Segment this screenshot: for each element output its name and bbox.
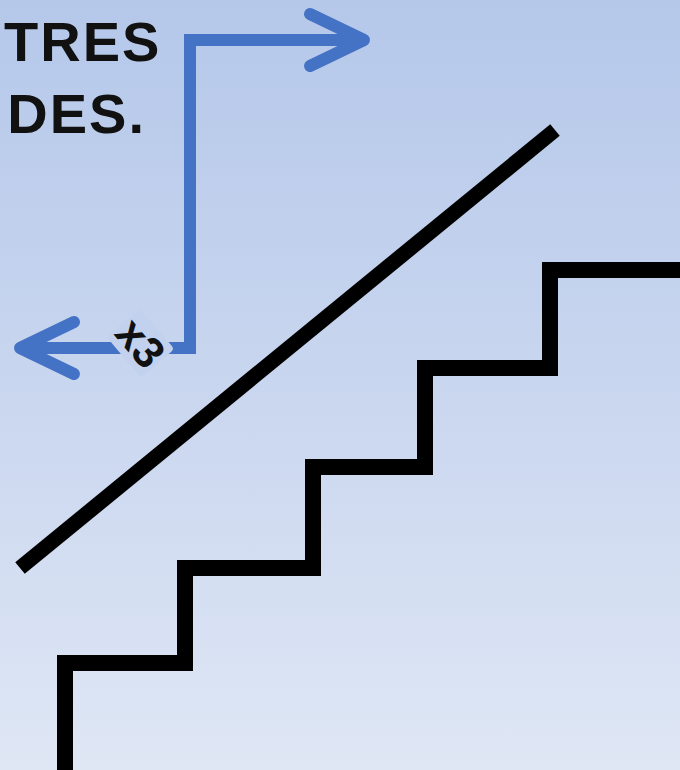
arrow-head-right: [310, 14, 364, 66]
arrow-head-left: [20, 322, 74, 374]
repeat-count: x3: [106, 309, 174, 378]
heading-text: TRES: [4, 14, 161, 70]
stair-steps: [65, 270, 680, 770]
heading-text: DES.: [7, 86, 146, 142]
